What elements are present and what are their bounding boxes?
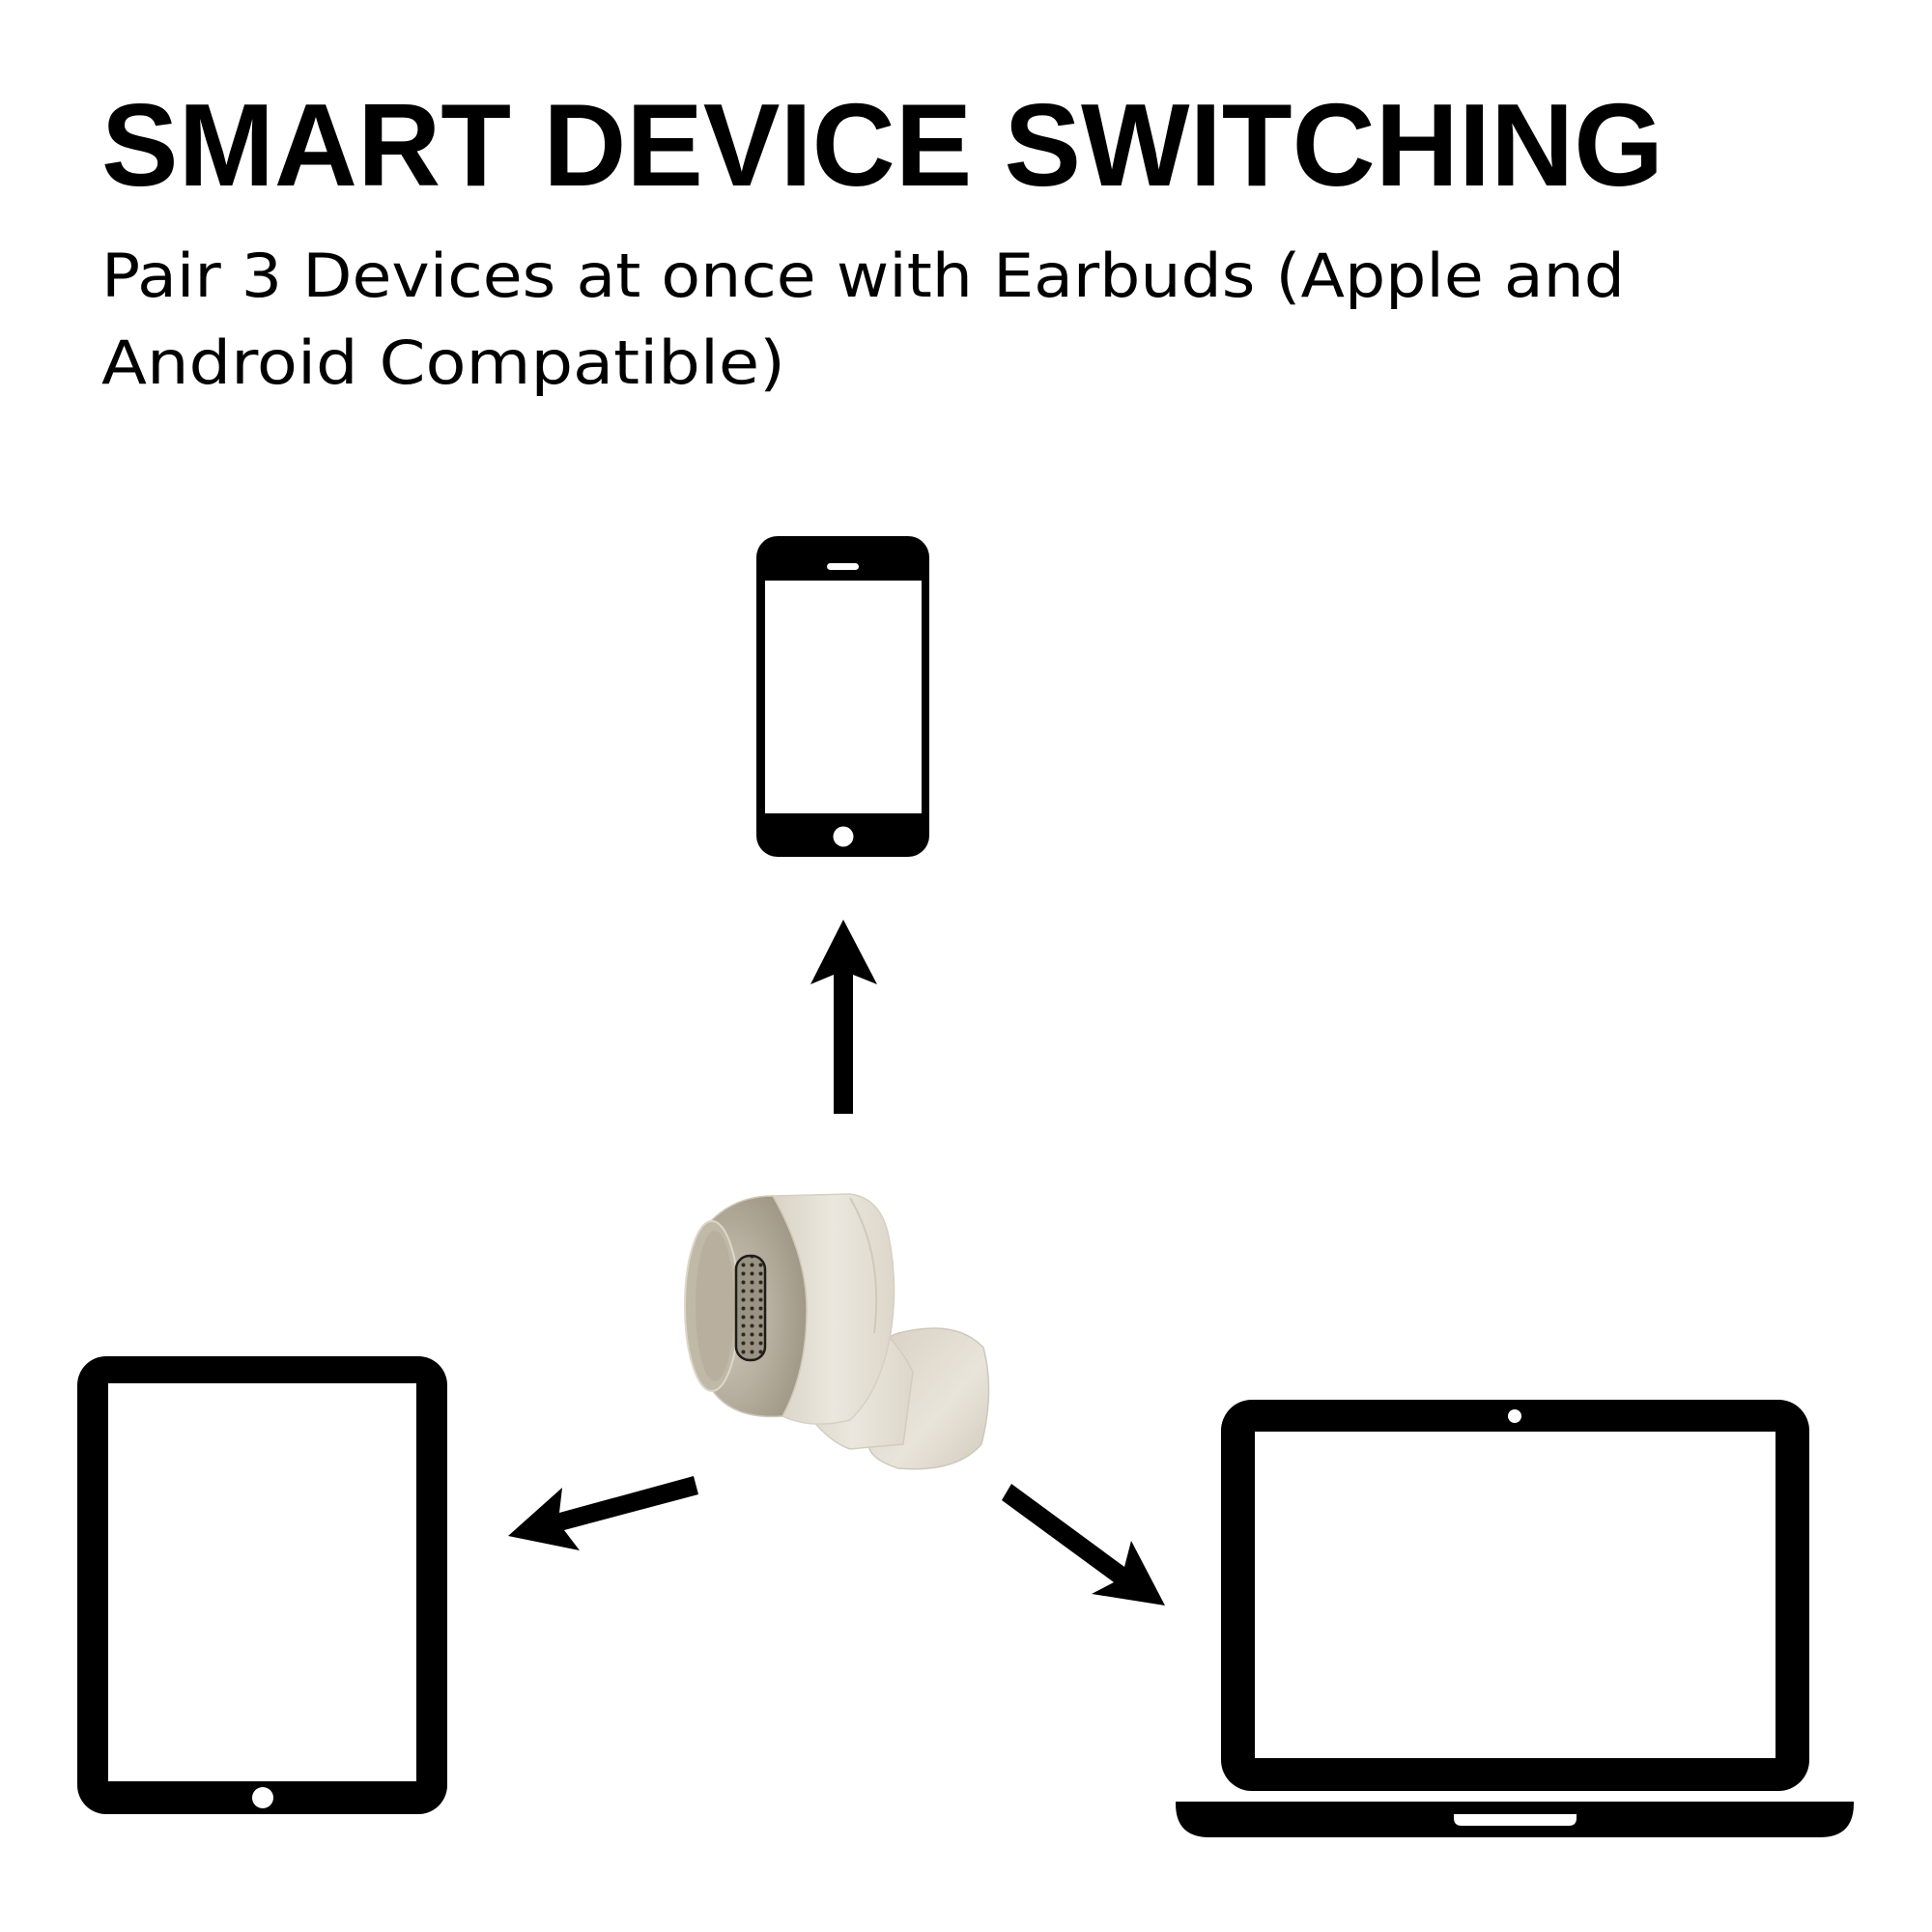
phone-screen — [765, 581, 922, 813]
phone-home-button — [833, 826, 854, 847]
smartphone-icon — [756, 536, 929, 857]
header: SMART DEVICE SWITCHING Pair 3 Devices at… — [101, 79, 1663, 398]
laptop-webcam — [1508, 1409, 1521, 1423]
laptop-trackpad-notch — [1454, 1814, 1577, 1826]
subtitle-line-2: Android Compatible) — [101, 327, 785, 398]
page-title: SMART DEVICE SWITCHING — [101, 79, 1663, 211]
subtitle-line-1: Pair 3 Devices at once with Earbuds (App… — [101, 241, 1625, 311]
earbud-grille — [734, 1254, 767, 1362]
arrow-down-right-icon — [1002, 1484, 1165, 1605]
phone-speaker — [827, 563, 859, 570]
tablet-home-button — [252, 1787, 273, 1808]
laptop-icon — [1176, 1400, 1854, 1837]
tablet-screen — [108, 1383, 416, 1781]
arrow-down-left-icon — [508, 1476, 698, 1550]
earbud-image — [684, 1193, 990, 1470]
tablet-icon — [77, 1356, 447, 1814]
laptop-screen — [1255, 1432, 1776, 1758]
arrow-up-icon — [810, 920, 877, 1114]
